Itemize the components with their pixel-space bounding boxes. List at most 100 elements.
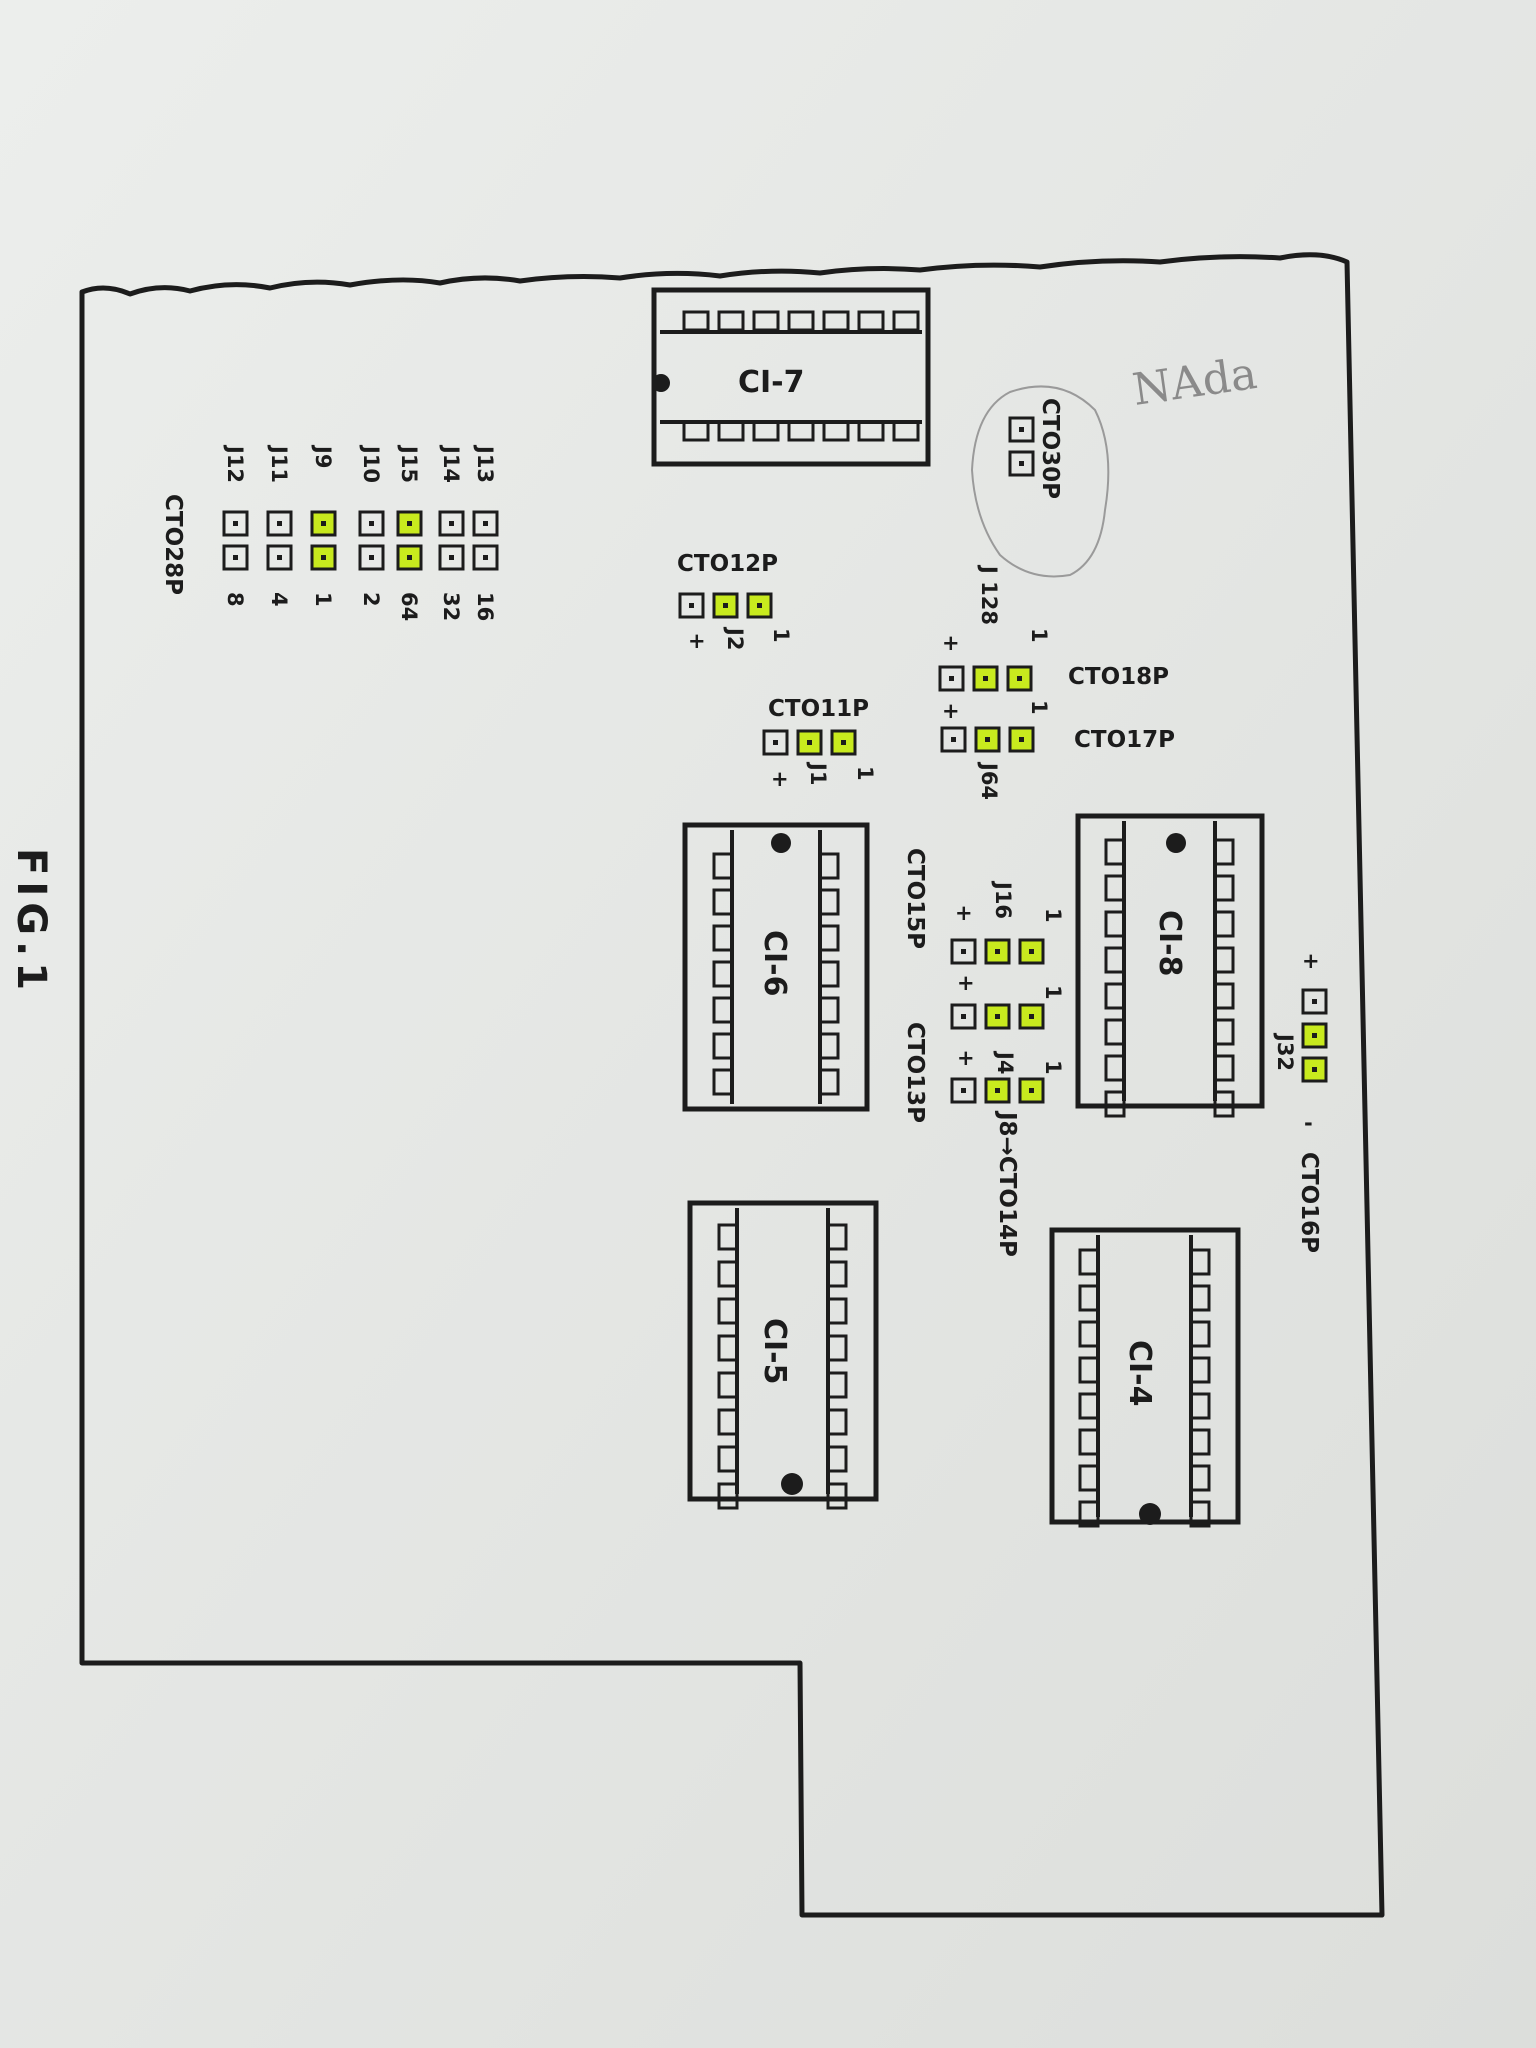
pad-cto30p [1008, 450, 1035, 477]
pad-cto11p-dot [807, 740, 812, 745]
label-j32: J32 [1273, 1032, 1297, 1071]
ci8-pin [1213, 1090, 1235, 1118]
ci4-pin [1189, 1428, 1211, 1456]
pad-cto17p [940, 726, 967, 753]
label-j128: J 128 [977, 564, 1001, 625]
jumper-pad-dot [449, 521, 454, 526]
jumper-value: 32 [439, 592, 463, 621]
board-outline [79, 252, 1385, 1918]
pad-j4-dot [995, 1014, 1000, 1019]
jumper-pad-dot [277, 521, 282, 526]
pad-cto11p-dot [841, 740, 846, 745]
ci4-pin [1078, 1464, 1100, 1492]
ci5-pin [826, 1445, 848, 1473]
ci5-notch [781, 1473, 803, 1495]
pad-cto12p-dot [723, 603, 728, 608]
ci8-pin [1104, 874, 1126, 902]
jumper-pad [472, 544, 499, 571]
jumper-name: J15 [397, 444, 421, 483]
ci5-pin [717, 1371, 739, 1399]
ci8-pin [1104, 1018, 1126, 1046]
ci5-pin [826, 1371, 848, 1399]
pad-cto17p-dot [985, 737, 990, 742]
ci8-pin [1104, 838, 1126, 866]
pad-j16-dot [1029, 949, 1034, 954]
ci6-pin [818, 960, 840, 988]
ci8-pin [1104, 1054, 1126, 1082]
ci6-pin [712, 1032, 734, 1060]
pad-cto11p-dot [773, 740, 778, 745]
pad-cto30p-dot [1019, 427, 1024, 432]
pad-cto18p-dot [949, 676, 954, 681]
ci7-pin [682, 310, 710, 332]
ci5-label: CI-5 [757, 1318, 792, 1385]
ci8-pin [1213, 910, 1235, 938]
pad-j8-dot [961, 1088, 966, 1093]
jumper-pad [358, 510, 385, 537]
ci8-pin [1104, 910, 1126, 938]
ci5-pin [826, 1334, 848, 1362]
ci6-pin [818, 852, 840, 880]
ci8-pin [1213, 1018, 1235, 1046]
label-j1: J1 [806, 761, 830, 785]
ci4-pin [1189, 1356, 1211, 1384]
ci7-pin [717, 420, 745, 442]
sign-plus-cto17p: + [942, 699, 960, 723]
ci7-pin [787, 310, 815, 332]
jumper-pad-dot [233, 521, 238, 526]
sign-one-j1: 1 [853, 766, 877, 781]
sign-plus-cto11p: + [771, 767, 789, 791]
ci5-pin [826, 1223, 848, 1251]
ci6-pin [712, 960, 734, 988]
ci6-pin [818, 996, 840, 1024]
ci6-pin [712, 924, 734, 952]
ci7-pin [787, 420, 815, 442]
sign-plus-j4: + [957, 971, 975, 995]
jumper-name: J14 [439, 444, 463, 483]
ci7-pin [822, 420, 850, 442]
pad-cto18p [938, 665, 965, 692]
sign-minus-cto16p: - [1304, 1111, 1313, 1135]
pad-cto16p [1301, 988, 1328, 1015]
ci4-pin [1078, 1356, 1100, 1384]
jumper-pad [438, 544, 465, 571]
ic-pins [682, 310, 1235, 1528]
pad-cto12p [678, 592, 705, 619]
sign-plus-j8: + [957, 1046, 975, 1070]
ci7-label: CI-7 [738, 365, 805, 400]
pad-j8-dot [995, 1088, 1000, 1093]
ci7-pin [857, 310, 885, 332]
jumper-pad-dot [407, 521, 412, 526]
pad-j4-dot [961, 1014, 966, 1019]
label-cto30p: CTO30P [1037, 398, 1063, 499]
jumper-value: 4 [267, 592, 291, 607]
ci7-notch [652, 374, 670, 392]
ci6-pin [712, 1068, 734, 1096]
ci4-pin [1189, 1320, 1211, 1348]
sign-plus-cto12p: + [688, 629, 706, 653]
ci8-pin [1213, 874, 1235, 902]
jumper-name: J11 [267, 444, 291, 483]
sign-one-j16: 1 [1041, 908, 1065, 923]
label-cto28p: CTO28P [160, 494, 186, 595]
jumper-pad-dot [483, 555, 488, 560]
ci7-pin [752, 310, 780, 332]
sign-one-j128: 1 [1027, 628, 1051, 643]
pad-cto12p-dot [757, 603, 762, 608]
ci5-pin [717, 1445, 739, 1473]
pad-j4 [950, 1003, 977, 1030]
label-cto12p: CTO12P [677, 551, 778, 577]
ci7-pin [892, 420, 920, 442]
ci4-pin [1078, 1248, 1100, 1276]
jumper-pad-dot [277, 555, 282, 560]
jumper-pad-dot [321, 555, 326, 560]
pad-j4-dot [1029, 1014, 1034, 1019]
pad-j16 [950, 938, 977, 965]
ci6-pin [712, 996, 734, 1024]
ci8-pin [1104, 1090, 1126, 1118]
